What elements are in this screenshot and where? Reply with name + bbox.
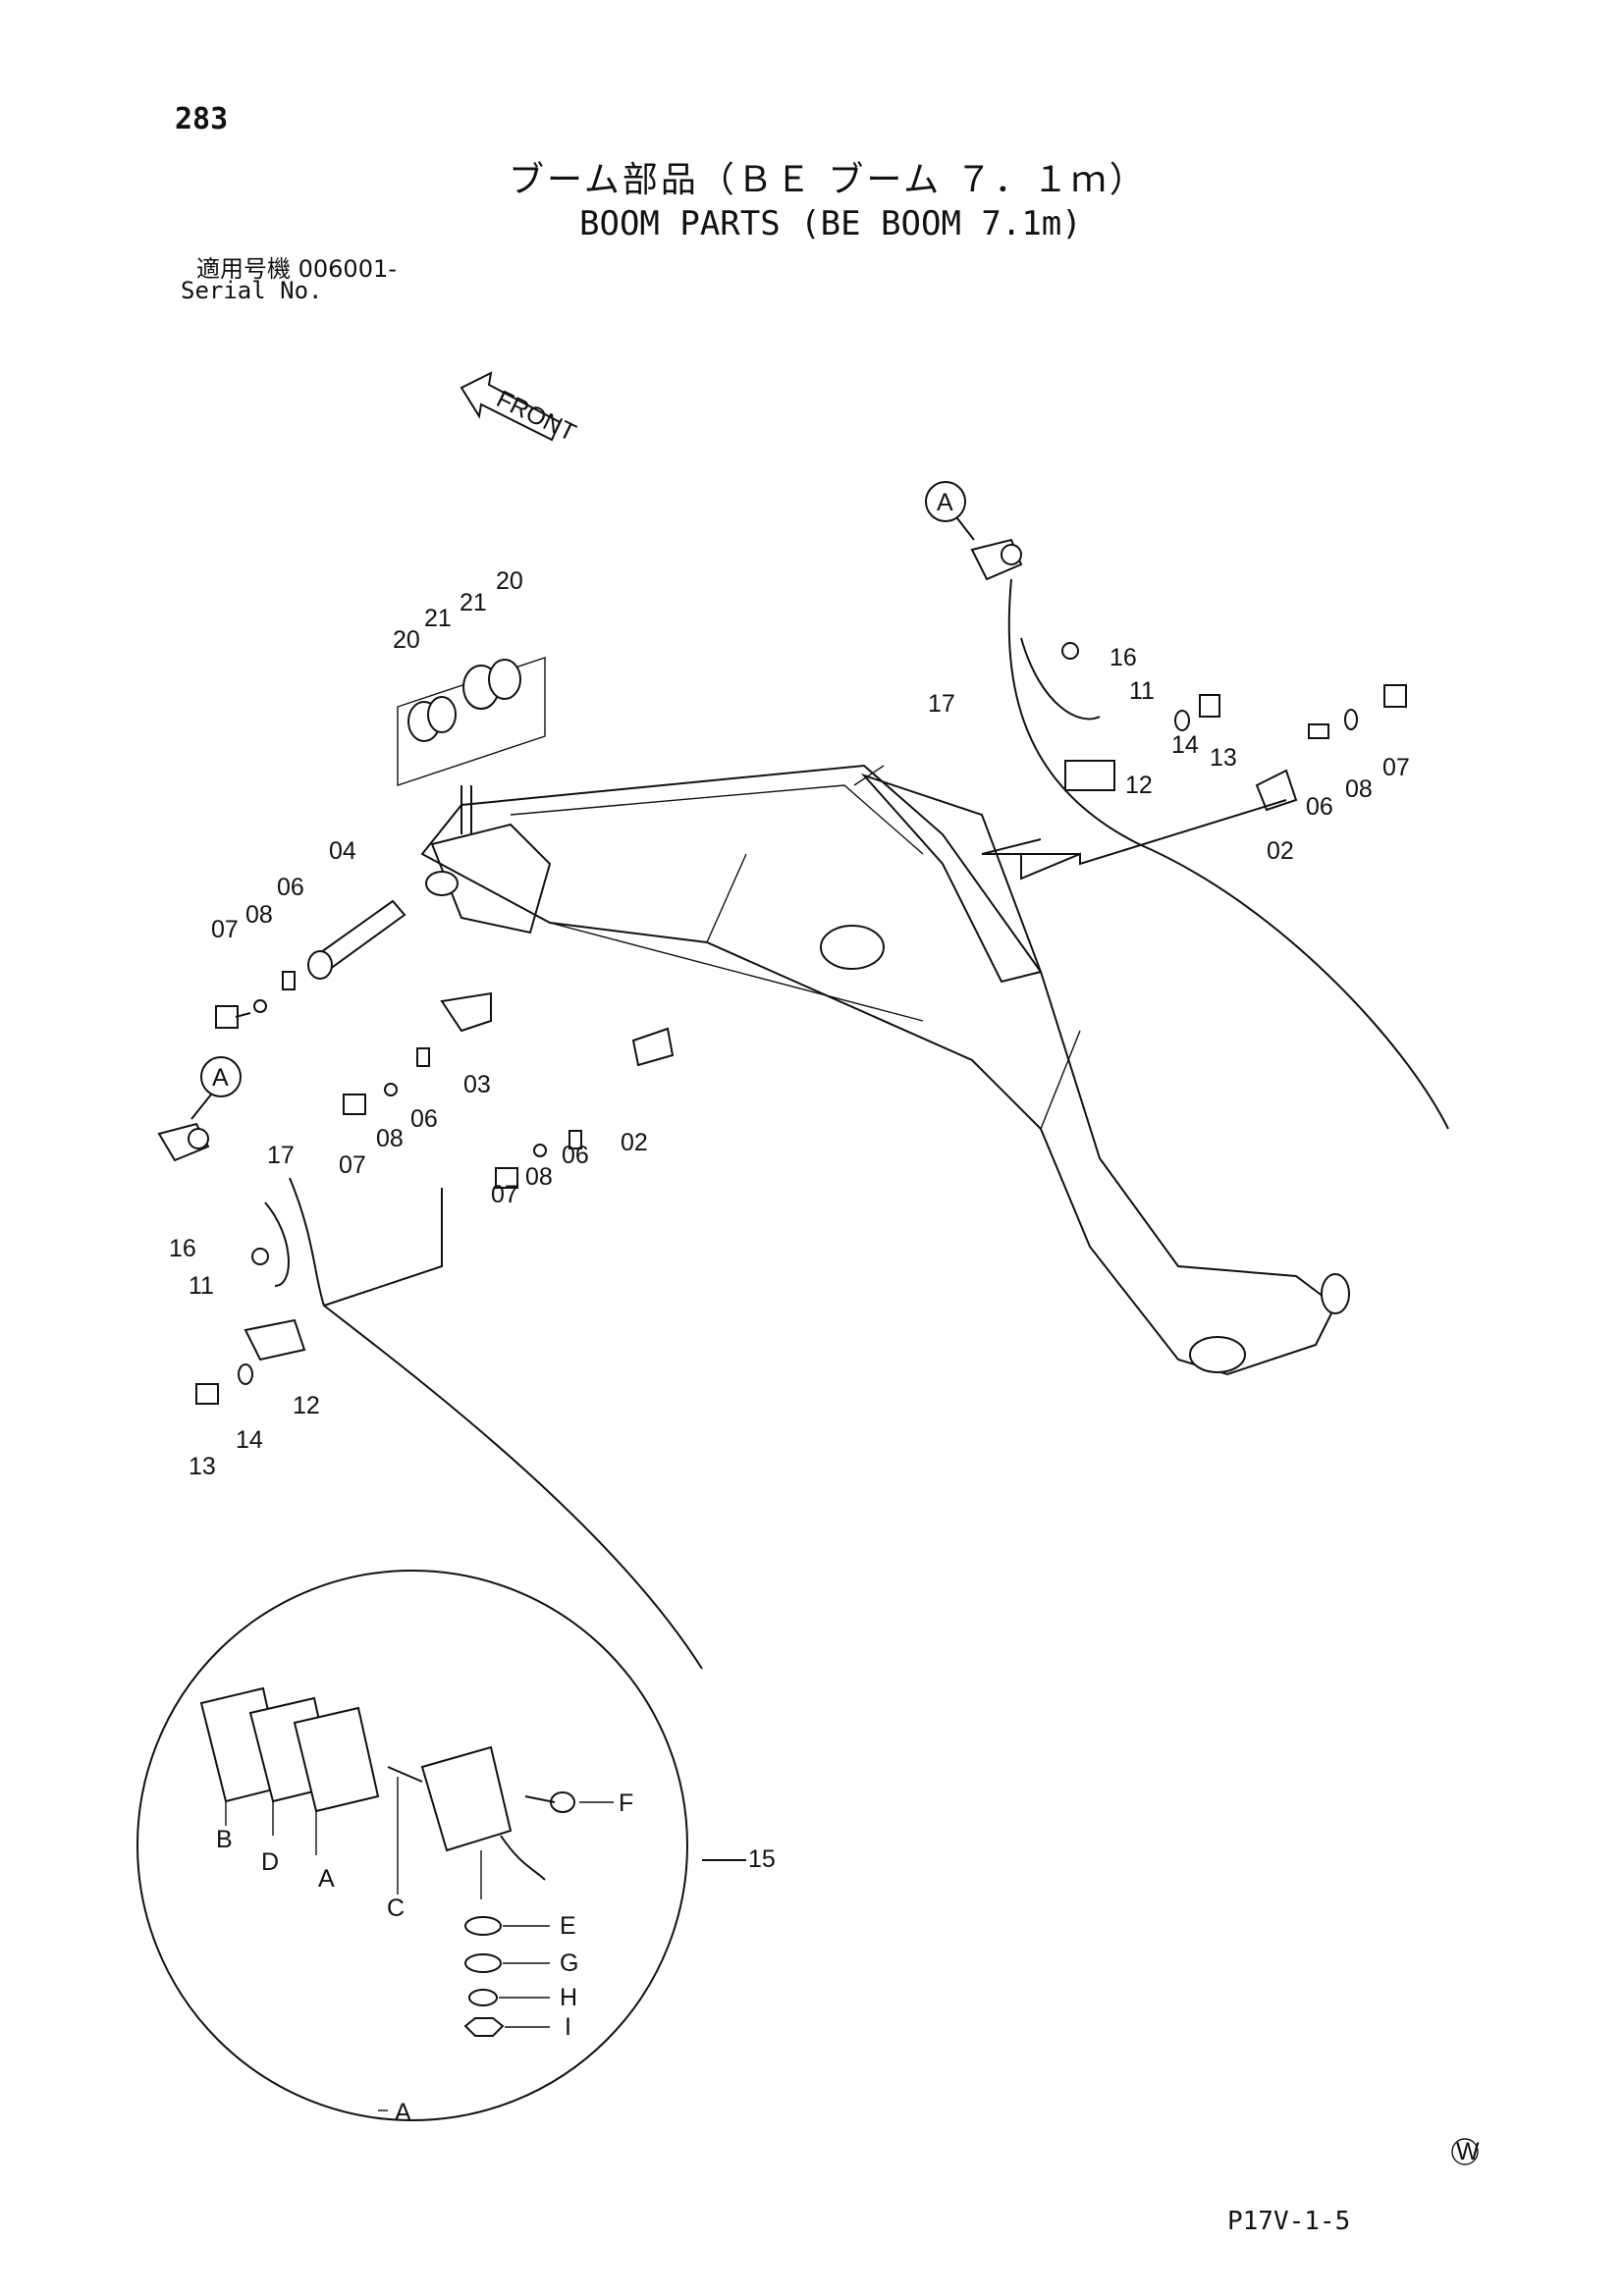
page-title-japanese: ブーム部品（ＢＥ ブーム ７．１ｍ） bbox=[509, 160, 1148, 200]
label-16-left: 16 bbox=[169, 1235, 196, 1262]
label-12-left: 12 bbox=[293, 1392, 320, 1419]
detail-letter-h: H bbox=[560, 1984, 577, 2011]
label-20-left: 20 bbox=[393, 626, 420, 654]
label-21-right: 21 bbox=[460, 589, 487, 616]
label-14-right: 14 bbox=[1171, 731, 1199, 759]
detail-a-label: A bbox=[395, 2099, 411, 2126]
label-17-right: 17 bbox=[928, 690, 955, 718]
label-06-b: 06 bbox=[410, 1105, 438, 1133]
label-16-right: 16 bbox=[1110, 644, 1137, 671]
callout-a-right: A bbox=[925, 481, 975, 541]
front-direction-arrow: FRONT bbox=[460, 371, 580, 447]
watermark-letter: W bbox=[1456, 2138, 1480, 2165]
label-13-right: 13 bbox=[1210, 744, 1237, 772]
part-number-labels: 20 21 21 20 04 07 08 06 03 07 08 06 07 0… bbox=[169, 567, 1410, 1873]
label-06-right: 06 bbox=[1306, 793, 1333, 821]
page-code: P17V-1-5 bbox=[1227, 2207, 1351, 2236]
label-04: 04 bbox=[329, 837, 356, 865]
detail-a-circle: B D A C F E G H I A bbox=[136, 1570, 746, 2126]
label-02-right: 02 bbox=[1267, 837, 1294, 865]
label-11-left: 11 bbox=[189, 1272, 214, 1300]
callout-a-right-label: A bbox=[937, 489, 953, 516]
right-work-light-assembly bbox=[970, 538, 1449, 1130]
label-07-b: 07 bbox=[339, 1151, 366, 1179]
label-07-c: 07 bbox=[491, 1181, 518, 1208]
page-title-english: BOOM PARTS (BE BOOM 7.1m) bbox=[579, 204, 1082, 243]
label-12-right: 12 bbox=[1125, 772, 1153, 799]
serial-applicability-japanese: 適用号機 006001- bbox=[196, 255, 397, 283]
detail-letter-g: G bbox=[560, 1949, 578, 1977]
label-08-a: 08 bbox=[245, 901, 273, 929]
label-13-left: 13 bbox=[189, 1453, 216, 1480]
boom-body bbox=[420, 764, 1350, 1376]
callout-a-left-label: A bbox=[212, 1064, 229, 1092]
label-02-left: 02 bbox=[621, 1129, 648, 1156]
detail-letter-e: E bbox=[560, 1912, 576, 1940]
front-arrow-label: FRONT bbox=[492, 385, 580, 447]
detail-letter-i: I bbox=[565, 2013, 571, 2041]
detail-letter-a: A bbox=[318, 1865, 335, 1893]
label-08-right: 08 bbox=[1345, 775, 1373, 803]
callout-a-left: A bbox=[190, 1056, 242, 1120]
label-21-left: 21 bbox=[424, 605, 452, 632]
detail-letter-f: F bbox=[619, 1789, 633, 1817]
label-15: 15 bbox=[748, 1845, 776, 1873]
page-number: 283 bbox=[175, 102, 229, 136]
label-07-right: 07 bbox=[1382, 754, 1410, 781]
label-08-c: 08 bbox=[525, 1163, 553, 1191]
washer-stack bbox=[397, 657, 546, 834]
label-14-left: 14 bbox=[236, 1426, 263, 1454]
serial-number-label: Serial No. bbox=[181, 277, 323, 304]
left-work-light-assembly bbox=[157, 1122, 703, 1670]
label-06-c: 06 bbox=[562, 1142, 589, 1169]
label-20-right: 20 bbox=[496, 567, 523, 595]
watermark-w: W bbox=[1451, 2138, 1480, 2165]
label-07-a: 07 bbox=[211, 916, 239, 943]
label-06-a: 06 bbox=[277, 874, 304, 901]
detail-letter-b: B bbox=[216, 1826, 233, 1853]
detail-letter-c: C bbox=[387, 1895, 405, 1922]
label-08-b: 08 bbox=[376, 1125, 404, 1152]
detail-letter-d: D bbox=[261, 1848, 279, 1876]
label-17-left: 17 bbox=[267, 1142, 295, 1169]
left-pin-group bbox=[215, 899, 675, 1189]
label-03: 03 bbox=[463, 1071, 491, 1098]
label-11-right: 11 bbox=[1129, 677, 1155, 705]
